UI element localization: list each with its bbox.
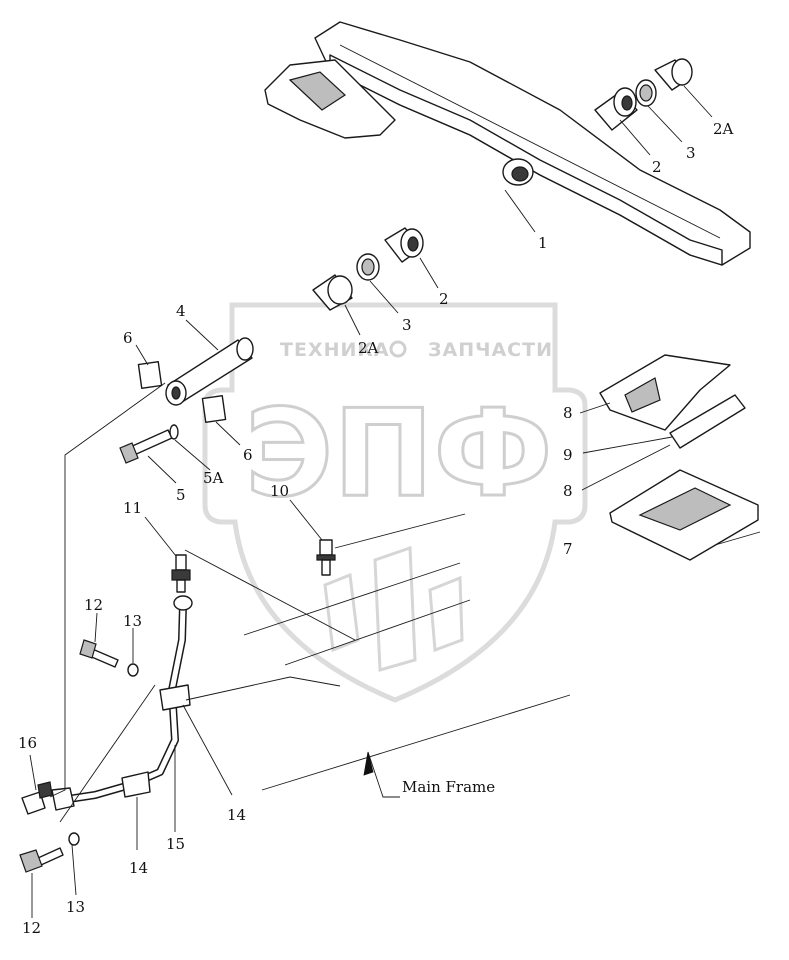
callout-3-top: 3 — [686, 144, 696, 162]
hose-clamp-lower — [121, 771, 151, 798]
washer-13-lower — [68, 832, 80, 846]
main-frame-label: Main Frame — [402, 778, 495, 796]
callout-13-top: 13 — [123, 612, 142, 630]
callout-1: 1 — [538, 234, 548, 252]
callout-6-right: 6 — [243, 446, 253, 464]
callouts: 1 2 3 2A 2 3 2A 4 6 6 5 5A 8 9 8 7 10 11… — [18, 120, 734, 937]
callout-12-bottom: 12 — [22, 919, 41, 937]
grease-fitting-10 — [316, 539, 336, 576]
callout-4: 4 — [176, 302, 186, 320]
axle-housing — [264, 21, 751, 266]
grease-hose — [51, 595, 193, 811]
main-frame-arrow-icon — [363, 751, 374, 776]
callout-14-bottom: 14 — [129, 859, 148, 877]
callout-12-top: 12 — [84, 596, 103, 614]
callout-5: 5 — [176, 486, 186, 504]
watermark-brand-big: ЭПФ — [245, 385, 553, 524]
watermark-buildings — [323, 545, 464, 672]
callout-2a-mid: 2A — [358, 339, 379, 357]
bolt-12-lower — [19, 847, 64, 873]
watermark-brand-right: ЗАПЧАСТИ — [428, 339, 553, 361]
bolt-5 — [119, 424, 179, 464]
lock-plate-right — [201, 395, 227, 423]
callout-3-mid: 3 — [402, 316, 412, 334]
washer-13-upper — [127, 663, 139, 677]
stopper-liner — [669, 394, 746, 449]
callout-2a-top: 2A — [713, 120, 734, 138]
mid-bushing-stack — [312, 227, 424, 311]
callout-13-bottom: 13 — [66, 898, 85, 916]
callout-16: 16 — [18, 734, 37, 752]
watermark-shield — [202, 302, 588, 703]
bolt-12-upper — [79, 639, 119, 668]
callout-8-bottom: 8 — [563, 482, 573, 500]
callout-10: 10 — [270, 482, 289, 500]
callout-5a: 5A — [203, 469, 224, 487]
callout-8-top: 8 — [563, 404, 573, 422]
elbow-fitting-11 — [171, 554, 191, 593]
callout-2-top: 2 — [652, 158, 662, 176]
pivot-pin — [165, 337, 254, 406]
stopper-upper — [599, 354, 731, 431]
callout-15: 15 — [166, 835, 185, 853]
callout-11: 11 — [123, 499, 142, 517]
lock-plate-left — [137, 361, 163, 389]
stopper-lower — [609, 469, 759, 561]
callout-9: 9 — [563, 446, 573, 464]
callout-14-right: 14 — [227, 806, 246, 824]
callout-2-mid: 2 — [439, 290, 449, 308]
watermark-brand-left: ТЕХНИКА — [280, 339, 390, 361]
watermark: ТЕХНИКА ЗАПЧАСТИ ЭПФ — [202, 302, 588, 703]
gear-icon — [389, 340, 407, 358]
hose-clamp-upper — [159, 684, 191, 711]
leader-lines — [29, 85, 761, 918]
callout-6-left: 6 — [123, 329, 133, 347]
callout-7: 7 — [563, 540, 573, 558]
top-bushing-stack — [594, 58, 693, 131]
elbow-16 — [21, 781, 53, 815]
